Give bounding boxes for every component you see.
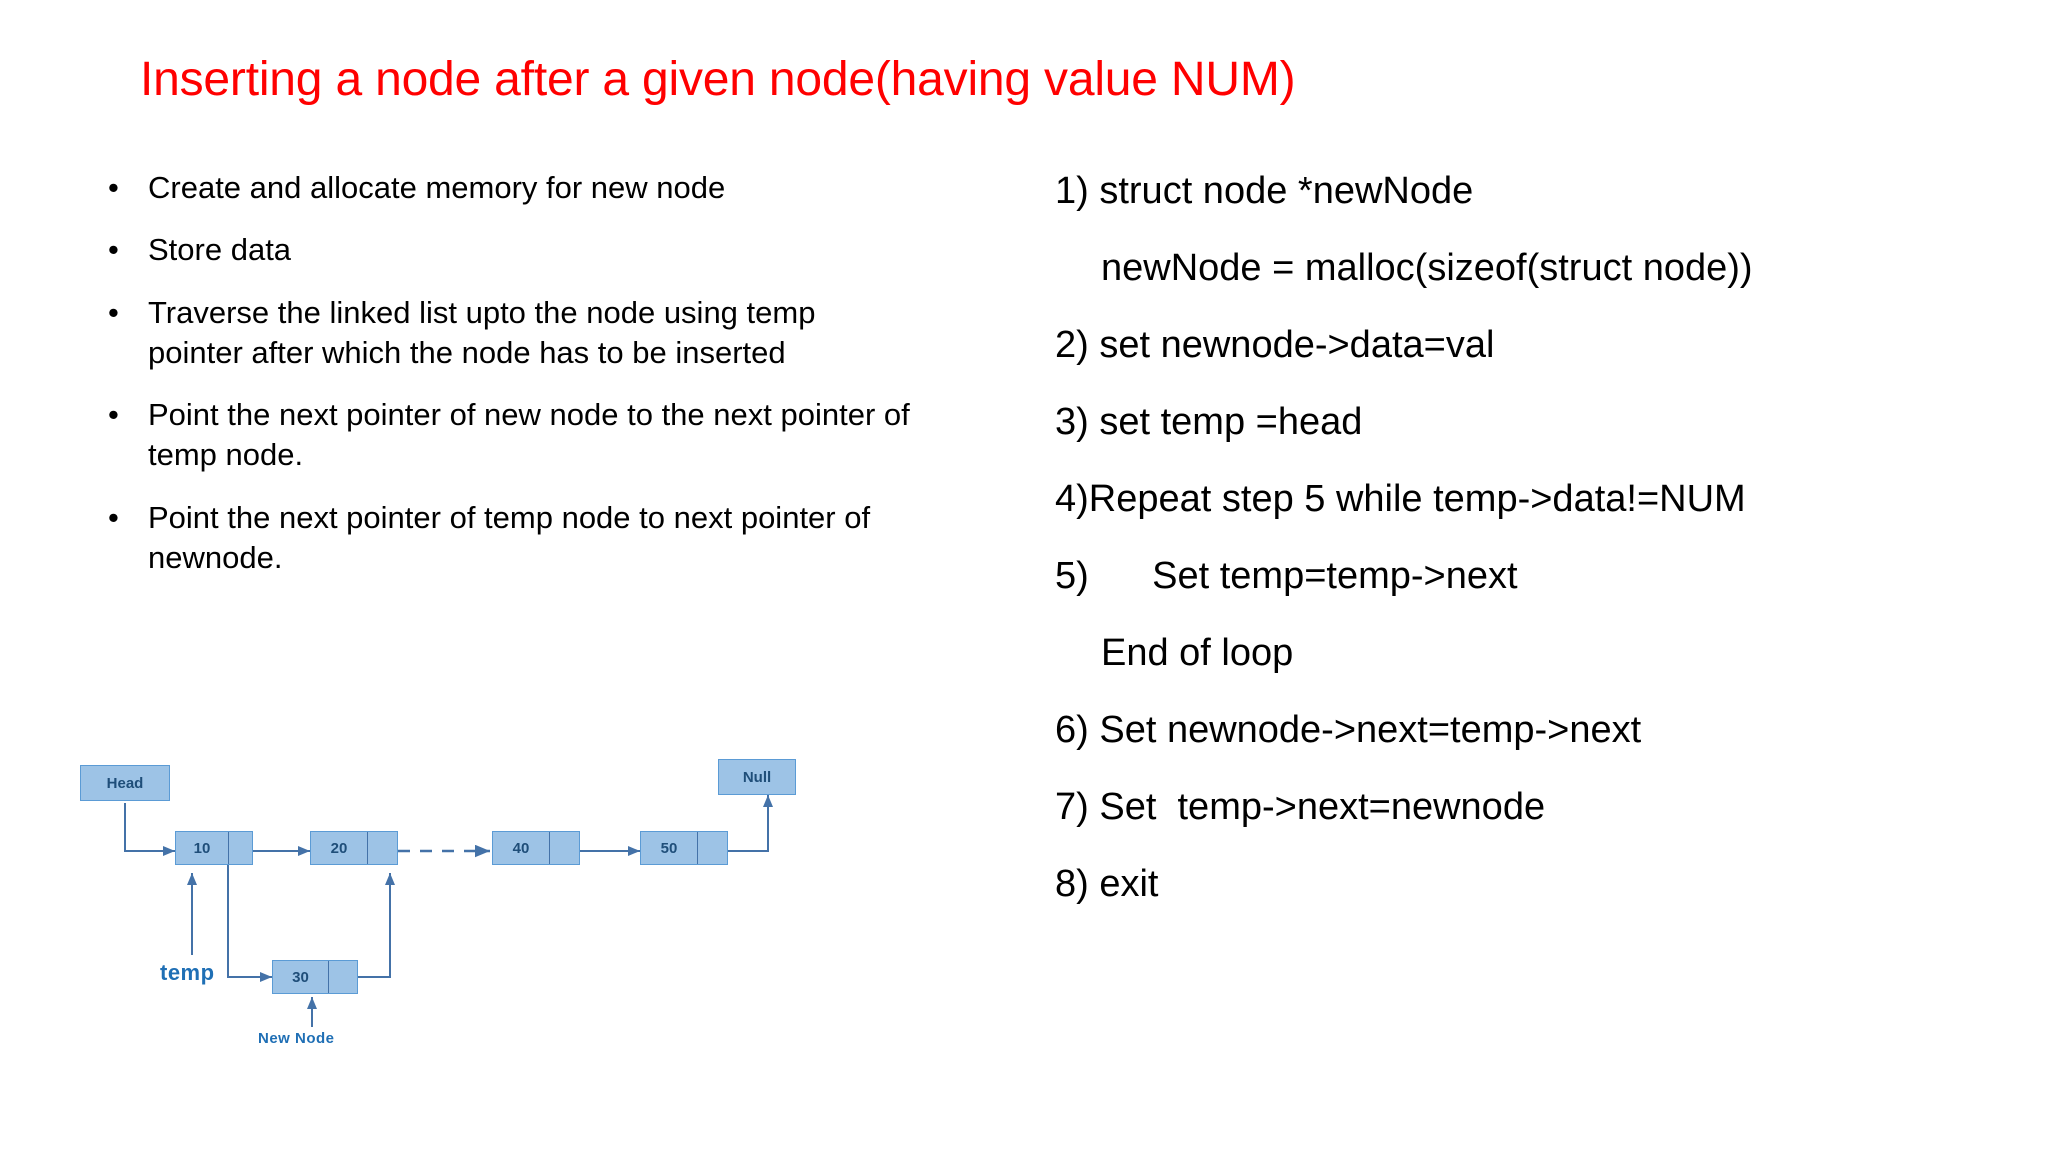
algorithm-line: 7) Set temp->next=newnode (1055, 786, 1546, 828)
node-value: 40 (512, 839, 530, 857)
node-value: 30 (292, 968, 309, 986)
node-divider-icon (697, 832, 698, 864)
algorithm-line: 8) exit (1055, 863, 1159, 905)
list-node-40: 40 (492, 831, 580, 865)
list-node-50: 50 (640, 831, 728, 865)
page-title: Inserting a node after a given node(havi… (140, 53, 1296, 106)
bullet-icon: • (108, 170, 119, 205)
list-item-label: Store data (148, 232, 292, 268)
list-item-label: Traverse the linked list upto the node u… (148, 294, 816, 370)
algorithm-line: 5) Set temp=temp->next (1055, 555, 1518, 597)
algorithm-line: End of loop (1101, 632, 1294, 674)
head-label-box: Head (80, 765, 170, 801)
diagram-connectors (124, 795, 773, 1027)
list-node-10: 10 (175, 831, 253, 865)
null-label-box: Null (718, 759, 796, 795)
node-divider-icon (228, 832, 229, 864)
new-node-30: 30 (272, 960, 358, 994)
list-item: • Store data (96, 230, 916, 270)
node-divider-icon (549, 832, 550, 864)
null-label: Null (742, 768, 772, 786)
list-item-label: Create and allocate memory for new node (148, 170, 726, 205)
list-item: • Create and allocate memory for new nod… (96, 168, 916, 208)
list-item-label: Point the next pointer of temp node to n… (148, 499, 871, 576)
algorithm-line: 2) set newnode->data=val (1055, 324, 1495, 366)
list-item: • Point the next pointer of temp node to… (96, 498, 916, 579)
new-node-caption: New Node (258, 1030, 335, 1047)
algorithm-list: 1) struct node *newNode newNode = malloc… (1055, 172, 2005, 942)
list-item-label: Point the next pointer of new node to th… (148, 397, 910, 473)
node-value: 50 (660, 839, 678, 857)
node-divider-icon (367, 832, 368, 864)
bullet-icon: • (108, 294, 119, 330)
node20-to-newnode-arrow (227, 851, 272, 982)
bullet-icon: • (108, 232, 119, 268)
node-value: 10 (193, 839, 211, 857)
node-value: 20 (330, 839, 348, 857)
algorithm-line: 4)Repeat step 5 while temp->data!=NUM (1055, 478, 1746, 520)
bullet-icon: • (108, 397, 119, 433)
temp-caption: temp (160, 960, 215, 985)
algorithm-line: 1) struct node *newNode (1055, 170, 1474, 212)
head-label: Head (106, 774, 144, 792)
node-divider-icon (328, 961, 329, 993)
head-to-node10-arrow (124, 803, 175, 856)
algorithm-line: newNode = malloc(sizeof(struct node)) (1101, 247, 1753, 289)
newnode-to-node40-arrow (348, 873, 395, 978)
linked-list-diagram: Head Null 10 20 40 50 30 temp New Node (80, 745, 1000, 1075)
bullet-icon: • (108, 499, 119, 535)
algorithm-line: 6) Set newnode->next=temp->next (1055, 709, 1642, 751)
list-item: • Point the next pointer of new node to … (96, 395, 916, 476)
list-node-20: 20 (310, 831, 398, 865)
list-item: • Traverse the linked list upto the node… (96, 293, 916, 374)
node50-to-null-arrow (728, 795, 773, 852)
steps-bullet-list: • Create and allocate memory for new nod… (96, 168, 916, 600)
algorithm-line: 3) set temp =head (1055, 401, 1363, 443)
